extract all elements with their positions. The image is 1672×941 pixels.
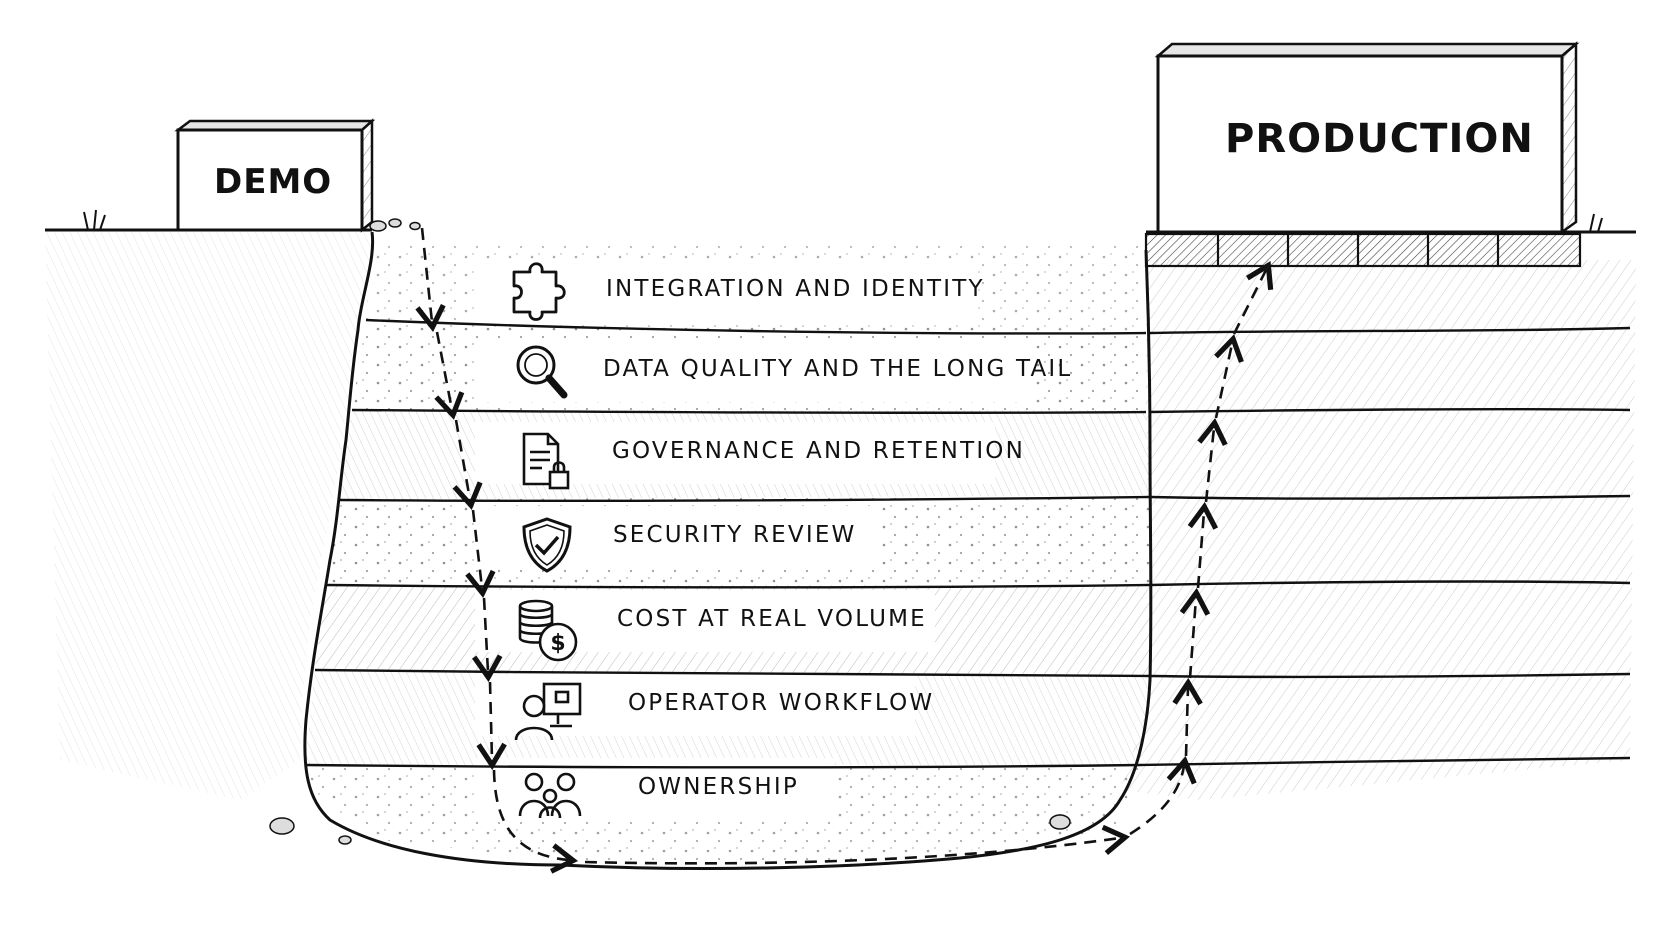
operator-monitor-icon: [514, 682, 582, 741]
layer-label-governance: GOVERNANCE AND RETENTION: [612, 438, 1026, 464]
layer-label-operator: OPERATOR WORKFLOW: [628, 690, 935, 716]
magnifying-glass-icon: [516, 345, 568, 399]
puzzle-piece-icon: [512, 262, 566, 321]
demo-label: DEMO: [214, 162, 333, 202]
coins-dollar-icon: $: [518, 599, 578, 662]
production-box: [1154, 41, 1580, 235]
demo-box: [174, 118, 376, 233]
svg-text:$: $: [550, 631, 565, 656]
layer-label-security: SECURITY REVIEW: [613, 522, 857, 548]
ascent-path-arrow: [1129, 260, 1274, 836]
layer-label-ownership: OWNERSHIP: [638, 774, 799, 800]
production-label: PRODUCTION: [1225, 116, 1534, 162]
left-bank-soil: [45, 232, 372, 800]
right-bank-soil: [1120, 260, 1636, 800]
document-lock-icon: [522, 432, 570, 490]
layer-label-data-quality: DATA QUALITY AND THE LONG TAIL: [603, 356, 1073, 382]
production-foundation: [1144, 232, 1582, 268]
layer-label-cost: COST AT REAL VOLUME: [617, 606, 927, 632]
shield-check-icon: [522, 517, 572, 573]
layer-label-integration: INTEGRATION AND IDENTITY: [606, 276, 985, 302]
bottom-path-arrow: [584, 824, 1131, 865]
team-people-icon: [518, 772, 582, 819]
rubble-pebbles: [269, 218, 1071, 845]
descent-path-arrow: [415, 227, 579, 874]
